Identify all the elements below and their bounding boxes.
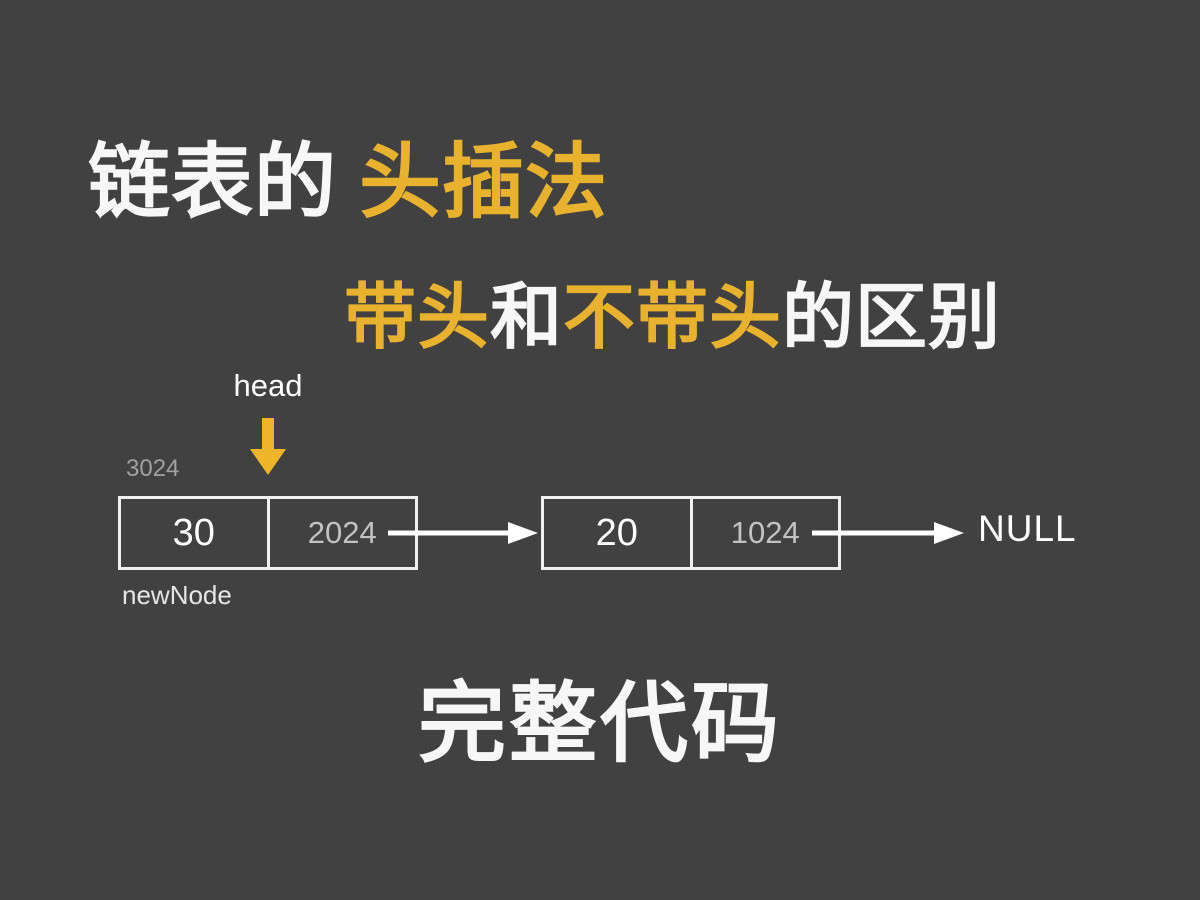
null-terminator-label: NULL [978, 508, 1077, 549]
title-line-2-seg3: 不带头 [563, 278, 783, 358]
title-line-2-seg2: 和 [490, 278, 564, 358]
title-line-2-seg4: 的区别 [782, 278, 1002, 358]
node-2-next-pointer: 1024 [689, 499, 839, 567]
arrow-right-icon [388, 522, 538, 544]
node-1-next-pointer: 2024 [266, 499, 416, 567]
arrow-down-icon [250, 418, 286, 475]
node-2-data: 20 [595, 511, 638, 554]
title-line-1-gold: 头插法 [359, 137, 609, 228]
node-1-data: 30 [172, 511, 215, 554]
title-line-1-white: 链表的 [88, 137, 338, 228]
linked-list-node-2: 20 1024 [541, 496, 841, 570]
title-line-1: 链表的头插法 [88, 142, 608, 224]
head-pointer-label: head [233, 368, 303, 403]
node-1-address-label: 3024 [126, 455, 180, 482]
new-node-label: newNode [122, 580, 232, 610]
linked-list-node-1: 30 2024 [118, 496, 418, 570]
title-line-2: 带头和不带头的区别 [344, 282, 1001, 354]
arrow-right-icon [812, 522, 964, 544]
title-line-2-seg1: 带头 [344, 278, 491, 358]
footer-title: 完整代码 [417, 674, 782, 773]
